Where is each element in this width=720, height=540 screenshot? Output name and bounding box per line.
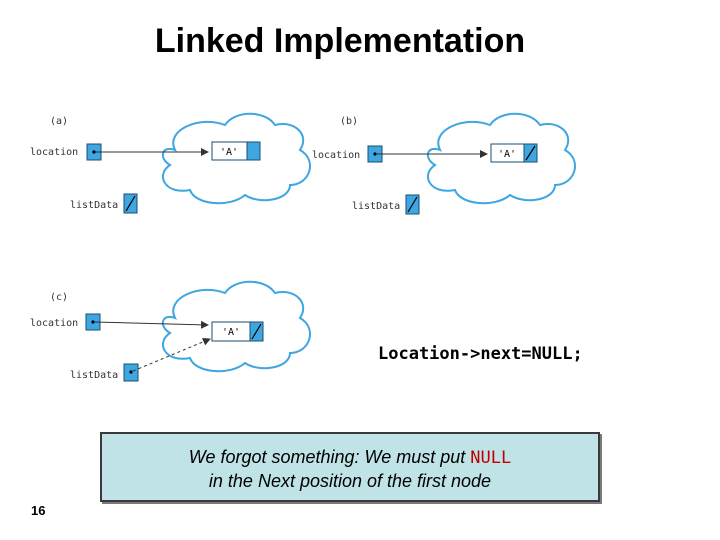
location-arrow-c	[94, 320, 209, 329]
location-label-b: location	[312, 150, 360, 161]
listdata-label-a: listData	[70, 200, 118, 211]
listdata-label-c: listData	[70, 370, 118, 381]
note-line2: in the Next position of the first node	[208, 471, 492, 491]
slide-title: Linked Implementation	[154, 22, 526, 60]
note-box: We forgot something: We must put NULL in…	[100, 432, 600, 502]
panel-c-tag: (c)	[50, 292, 68, 303]
node-next-a	[246, 141, 261, 161]
listdata-label-b: listData	[352, 201, 400, 212]
code-statement: Location->next=NULL;	[378, 344, 583, 364]
page-number: 16	[31, 503, 46, 518]
panel-b-tag: (b)	[340, 116, 358, 127]
panel-c: (c) location 'A' listData	[30, 280, 311, 382]
listdata-arrow-c	[132, 337, 211, 372]
panel-a: (a) location 'A' listData	[30, 112, 311, 214]
location-label-a: location	[30, 147, 78, 158]
note-line1: We forgot something: We must put	[188, 447, 471, 467]
node-value-b: 'A'	[498, 149, 516, 160]
panel-b: (b) location 'A' listData	[312, 112, 576, 215]
location-label-c: location	[30, 318, 78, 329]
note-null-keyword: NULL	[470, 448, 512, 468]
panel-a-tag: (a)	[50, 116, 68, 127]
node-value-c: 'A'	[222, 327, 240, 338]
node-value-a: 'A'	[220, 147, 238, 158]
